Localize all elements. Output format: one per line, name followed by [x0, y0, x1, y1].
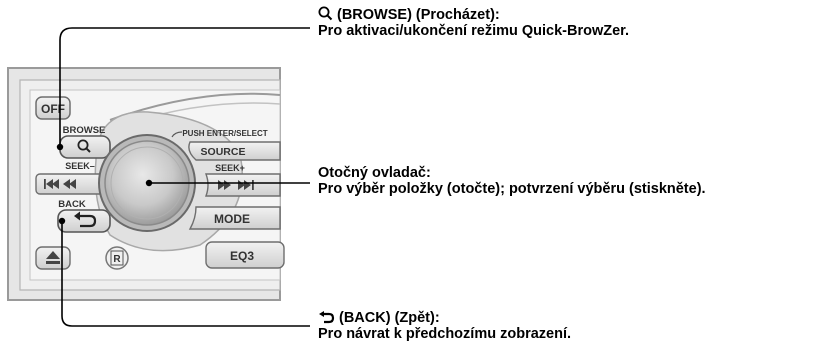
browse-callout-desc: Pro aktivaci/ukončení režimu Quick-BrowZ… [318, 23, 630, 39]
r-mark-label: R [113, 254, 121, 265]
rewind-icon [44, 179, 76, 189]
search-icon [318, 6, 333, 21]
dial-callout: Otočný ovladač: Pro výběr položky (otočt… [318, 165, 706, 197]
eject-button[interactable] [35, 246, 71, 270]
mode-label: MODE [214, 212, 250, 226]
back-callout: (BACK) (Zpět): Pro návrat k předchozímu … [318, 310, 571, 342]
eject-icon [46, 251, 60, 264]
back-label: BACK [58, 199, 86, 210]
seek-minus-label: SEEK– [65, 161, 95, 171]
leader-dots [56, 143, 153, 225]
browse-label: BROWSE [63, 125, 106, 136]
back-button[interactable] [57, 209, 111, 233]
prev-button[interactable] [35, 173, 107, 195]
source-label: SOURCE [201, 146, 246, 158]
eq3-button[interactable]: EQ3 [205, 241, 285, 269]
leader-lines [59, 27, 310, 327]
browse-button[interactable] [59, 135, 111, 159]
off-button[interactable]: OFF [35, 96, 71, 120]
r-mark-button: R [105, 246, 129, 270]
back-arrow-icon [319, 311, 335, 324]
back-arrow-icon [74, 211, 97, 228]
off-label: OFF [41, 102, 65, 116]
browse-callout-title: (BROWSE) (Procházet): [337, 7, 500, 23]
source-button[interactable]: SOURCE [188, 141, 281, 161]
search-icon [77, 139, 91, 153]
back-callout-desc: Pro návrat k předchozímu zobrazení. [318, 326, 571, 342]
eq3-label: EQ3 [230, 249, 254, 263]
dial-callout-desc: Pro výběr položky (otočte); potvrzení vý… [318, 181, 706, 197]
dial-callout-title: Otočný ovladač: [318, 165, 431, 181]
next-button[interactable] [205, 173, 281, 197]
back-callout-title: (BACK) (Zpět): [339, 310, 440, 326]
push-enter-select-label: PUSH ENTER/SELECT [182, 129, 267, 138]
seek-plus-label: SEEK+ [215, 163, 245, 173]
browse-callout: (BROWSE) (Procházet): Pro aktivaci/ukonč… [318, 6, 629, 39]
mode-button[interactable]: MODE [188, 206, 281, 230]
